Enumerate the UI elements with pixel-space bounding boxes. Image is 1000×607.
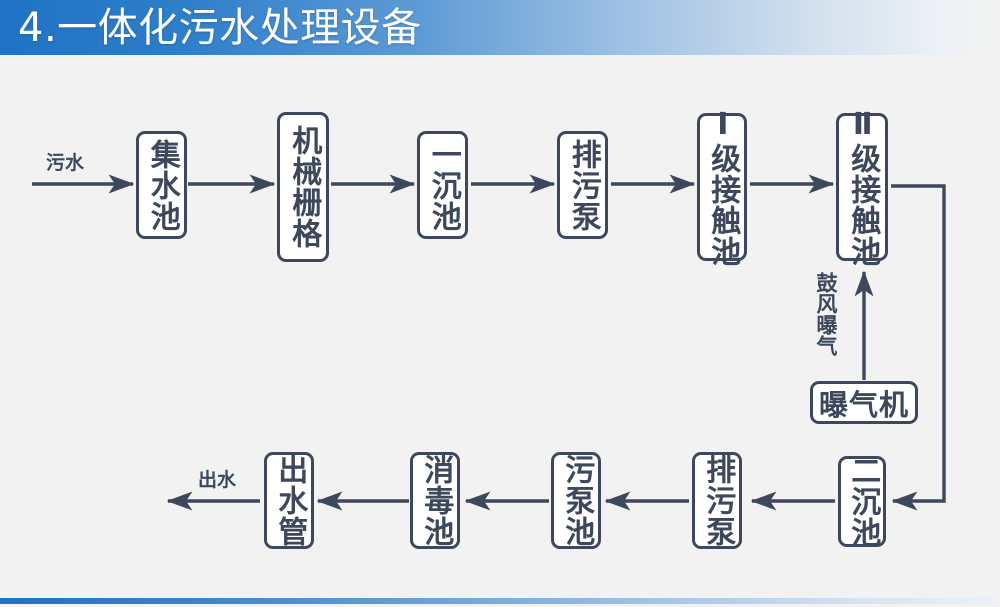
node-sludge-pump-tank[interactable]: 污泵池 (551, 452, 601, 549)
node-label: 排污泵 (700, 454, 736, 547)
node-label: 出水管 (272, 454, 308, 547)
bottom-accent-bar (0, 598, 1000, 604)
node-label: 机械栅格 (286, 125, 322, 249)
node-mechanical-grid[interactable]: 机械栅格 (277, 112, 329, 262)
node-disinfection-tank[interactable]: 消毒池 (410, 452, 460, 549)
label-outlet: 出水 (198, 469, 237, 491)
node-label: 二沉池 (845, 455, 881, 548)
node-aerator[interactable]: 曝气机 (810, 381, 918, 424)
node-label: 消毒池 (418, 454, 454, 547)
node-outlet-pipe[interactable]: 出水管 (264, 452, 314, 549)
node-primary-settling[interactable]: 一沉池 (417, 131, 468, 239)
wire-contact2-to-secondary (891, 184, 946, 511)
node-label: 排污泵 (565, 138, 601, 232)
node-secondary-settling[interactable]: 二沉池 (838, 455, 886, 548)
node-sewage-pump-1[interactable]: 排污泵 (557, 131, 608, 239)
node-label: 一沉池 (425, 138, 461, 232)
node-label: 曝气机 (818, 387, 909, 422)
node-contact-tank-2[interactable]: Ⅱ级接触池 (836, 107, 888, 267)
node-collection-tank[interactable]: 集水池 (136, 131, 187, 239)
node-label: Ⅱ级接触池 (845, 107, 881, 267)
node-label: Ⅰ级接触池 (705, 107, 741, 267)
label-inlet: 污水 (46, 152, 85, 174)
label-aeration: 鼓风曝气 (814, 272, 838, 356)
page-title: 4.一体化污水处理设备 (18, 5, 422, 51)
node-label: 集水池 (144, 138, 180, 232)
node-sewage-pump-2[interactable]: 排污泵 (692, 452, 742, 549)
node-label: 污泵池 (559, 454, 595, 547)
node-contact-tank-1[interactable]: Ⅰ级接触池 (697, 107, 747, 267)
title-banner: 4.一体化污水处理设备 (0, 0, 1000, 55)
